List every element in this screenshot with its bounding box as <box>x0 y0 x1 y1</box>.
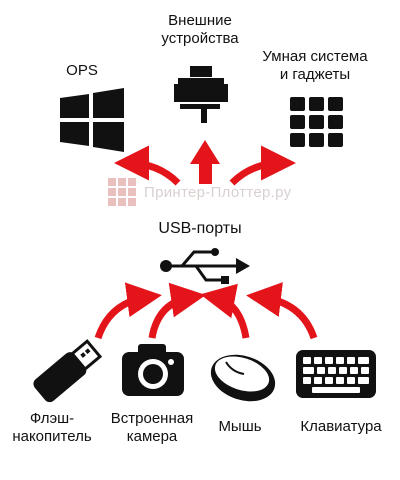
label-usb-ports: USB-порты <box>158 220 242 237</box>
label-ops: OPS <box>66 62 98 79</box>
label-mouse: Мышь <box>218 418 262 435</box>
label-flash-drive: Флэш- накопитель <box>12 410 92 445</box>
arrow-from-keyboard <box>246 282 318 340</box>
keyboard-icon <box>296 350 376 398</box>
mouse-icon <box>210 354 276 402</box>
usb-icon <box>160 248 250 284</box>
camera-icon <box>122 344 184 396</box>
arrow-from-camera <box>148 282 206 339</box>
label-smart-system: Умная система и гаджеты <box>262 48 368 83</box>
arrow-to-external-devices <box>190 140 220 184</box>
watermark: Принтер-Плоттер.ру <box>108 178 318 212</box>
label-camera: Встроенная камера <box>110 410 194 445</box>
app-grid-icon <box>290 97 343 147</box>
watermark-logo-icon <box>108 178 136 206</box>
connector-icon <box>174 66 228 123</box>
flash-drive-icon <box>33 339 103 403</box>
arrow-from-mouse <box>200 283 250 339</box>
label-keyboard: Клавиатура <box>300 418 382 435</box>
windows-icon <box>60 88 124 152</box>
arrow-from-flash-drive <box>94 282 162 340</box>
arrow-to-smart-system <box>229 145 296 186</box>
label-external-devices: Внешние устройства <box>161 12 239 47</box>
arrow-to-ops <box>114 145 181 186</box>
